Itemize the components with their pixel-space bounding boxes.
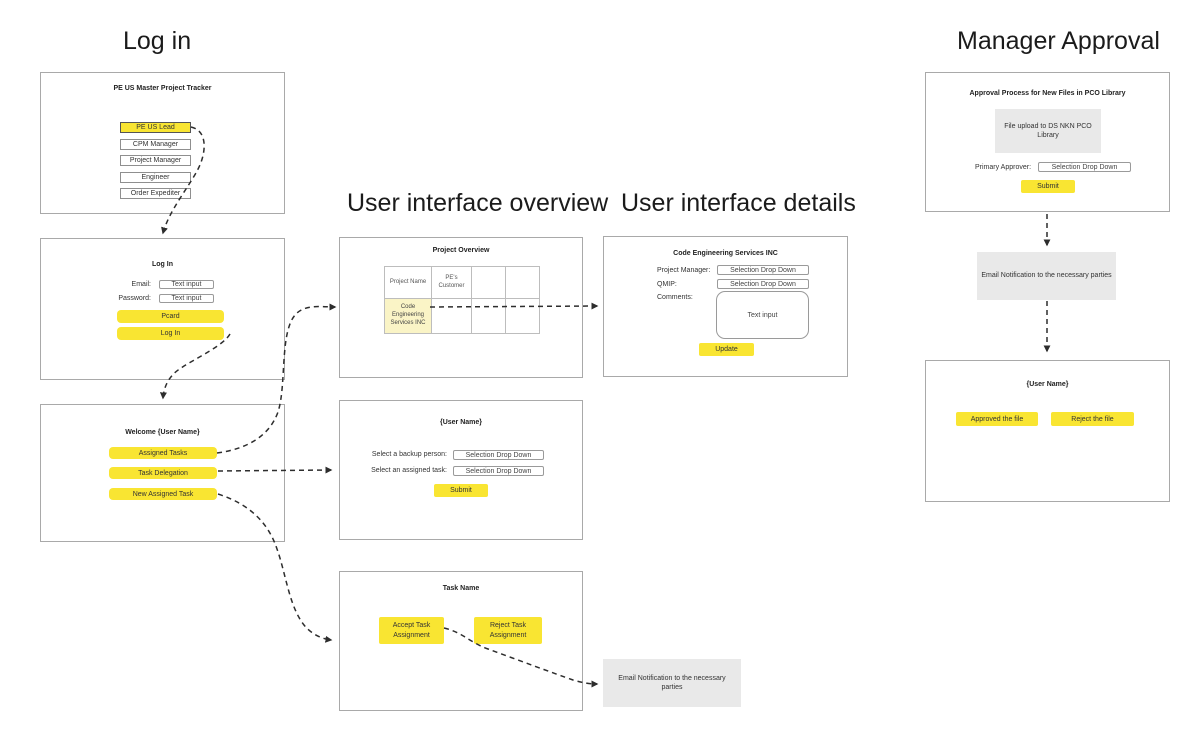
decision-title: {User Name} [1026,381,1069,388]
qmip-dropdown[interactable]: Selection Drop Down [717,279,809,289]
primary-approver-label: Primary Approver: [975,164,1032,171]
role-button-engineer[interactable]: Engineer [120,172,191,183]
update-button[interactable]: Update [699,343,754,356]
role-button-project-manager[interactable]: Project Manager [120,155,191,166]
assigned-tasks-button[interactable]: Assigned Tasks [109,447,217,459]
heading-ui-details: User interface details [621,189,856,217]
file-upload-box: File upload to DS NKN PCO Library [995,109,1101,153]
project-table: Project Name PE's Customer Code Engineer… [384,266,540,334]
heading-manager-approval: Manager Approval [957,27,1160,55]
accept-task-button[interactable]: Accept Task Assignment [379,617,444,644]
role-button-order-expediter[interactable]: Order Expediter [120,188,191,199]
table-cell-empty-2 [472,299,506,334]
role-button-cpm-manager[interactable]: CPM Manager [120,139,191,150]
table-cell-empty-3 [506,299,540,334]
heading-login: Log in [123,27,192,55]
email-field[interactable]: Text input [159,280,214,289]
table-cell-empty-1 [432,299,472,334]
backup-person-dropdown[interactable]: Selection Drop Down [453,450,544,460]
delegation-submit-button[interactable]: Submit [434,484,488,497]
assigned-task-dropdown[interactable]: Selection Drop Down [453,466,544,476]
reject-task-button[interactable]: Reject Task Assignment [474,617,542,644]
table-header-empty-1 [472,267,506,299]
project-overview-box: Project Overview Project Name PE's Custo… [339,237,583,378]
welcome-box: Welcome {User Name} Assigned Tasks Task … [40,404,285,542]
delegation-title: {User Name} [439,419,483,426]
login-box: Log In Email: Text input Password: Text … [40,238,285,380]
table-cell-company[interactable]: Code Engineering Services INC [385,299,432,334]
approval-box: Approval Process for New Files in PCO Li… [925,72,1170,212]
table-header-project-name: Project Name [385,267,432,299]
approve-file-button[interactable]: Approved the file [956,412,1038,426]
task-title: Task Name [442,585,480,592]
email-notification-box: Email Notification to the necessary part… [603,659,741,707]
comments-textarea[interactable]: Text input [716,291,809,339]
table-header-pes-customer: PE's Customer [432,267,472,299]
company-details-box: Code Engineering Services INC Project Ma… [603,236,848,377]
pcard-button[interactable]: Pcard [117,310,224,323]
password-label: Password: [118,295,151,302]
table-header-empty-2 [506,267,540,299]
decision-box: {User Name} Approved the file Reject the… [925,360,1170,502]
qmip-label: QMIP: [657,281,677,288]
assigned-task-label: Select an assigned task: [371,467,447,474]
approval-title: Approval Process for New Files in PCO Li… [969,90,1126,97]
login-button[interactable]: Log In [117,327,224,340]
project-manager-dropdown[interactable]: Selection Drop Down [717,265,809,275]
comments-label: Comments: [657,294,693,301]
tracker-box: PE US Master Project Tracker PE US Lead … [40,72,285,214]
task-delegation-button[interactable]: Task Delegation [109,467,217,479]
role-button-pe-us-lead[interactable]: PE US Lead [120,122,191,133]
approval-submit-button[interactable]: Submit [1021,180,1075,193]
email-notification-box-right: Email Notification to the necessary part… [977,252,1116,300]
new-assigned-task-button[interactable]: New Assigned Task [109,488,217,500]
heading-ui-overview: User interface overview [347,189,609,217]
delegation-box: {User Name} Select a backup person: Sele… [339,400,583,540]
primary-approver-dropdown[interactable]: Selection Drop Down [1038,162,1131,172]
task-box: Task Name Accept Task Assignment Reject … [339,571,583,711]
login-title: Log In [152,261,173,268]
tracker-title: PE US Master Project Tracker [113,85,212,92]
company-details-title: Code Engineering Services INC [673,250,778,257]
project-overview-title: Project Overview [432,247,490,254]
project-manager-label: Project Manager: [657,267,711,274]
password-field[interactable]: Text input [159,294,214,303]
reject-file-button[interactable]: Reject the file [1051,412,1134,426]
email-label: Email: [131,281,151,288]
backup-person-label: Select a backup person: [371,451,447,458]
welcome-title: Welcome {User Name} [125,429,200,436]
